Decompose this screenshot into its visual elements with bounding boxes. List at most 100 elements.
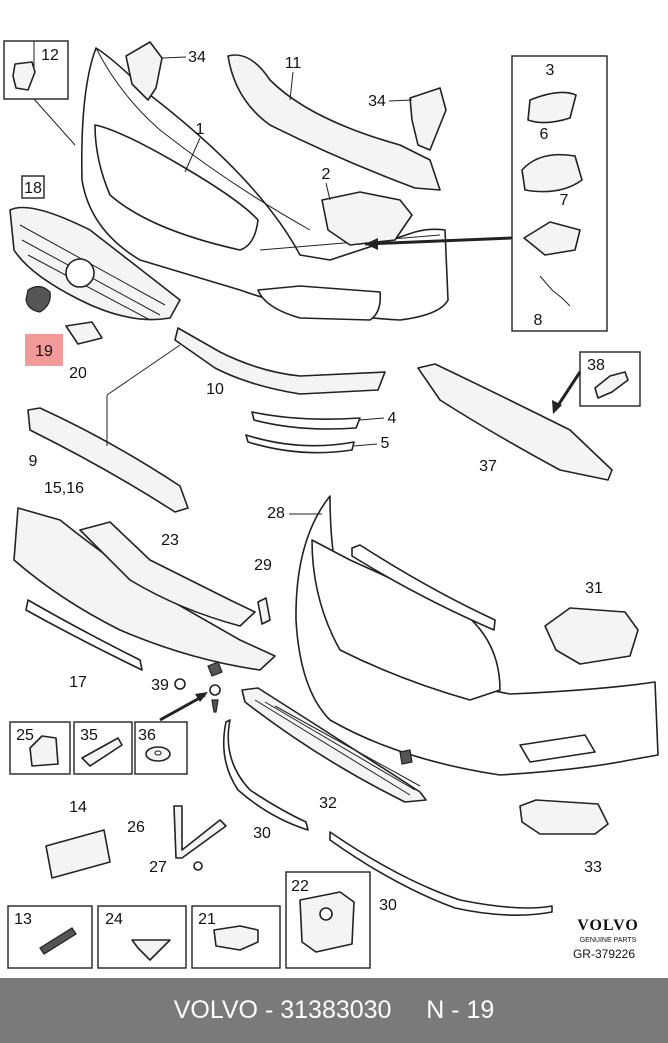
label-22: 22 (291, 878, 309, 895)
part-29-clip (257, 597, 271, 625)
part-39-clip (174, 678, 186, 690)
label-25: 25 (16, 727, 34, 744)
label-9: 9 (29, 453, 38, 470)
footer-bar: VOLVO - 31383030 N - 19 (0, 978, 668, 1043)
label-31: 31 (585, 580, 603, 597)
label-13: 13 (14, 911, 32, 928)
part-14-plate (45, 829, 111, 879)
part-37-skid (417, 363, 613, 481)
part-25-clip (29, 735, 59, 767)
fastener-bolt (211, 699, 219, 713)
label-2: 2 (322, 166, 331, 183)
label-11: 11 (285, 55, 302, 72)
arrowhead-38 (552, 400, 562, 414)
label-6: 6 (540, 126, 549, 143)
part-12-washer-cover (12, 61, 36, 91)
part-10-trim (174, 327, 386, 395)
part-6-frame (521, 153, 583, 193)
volvo-logo-text: VOLVO (577, 917, 639, 934)
label-28: 28 (267, 505, 285, 522)
leader-11 (289, 71, 294, 101)
part-28-strip (351, 544, 496, 631)
leader-9 (106, 344, 181, 446)
label-7: 7 (560, 192, 569, 209)
label-34a: 34 (188, 49, 206, 66)
part-1-bumper-cover (80, 47, 449, 321)
footer-part-number: 31383030 (280, 996, 392, 1024)
label-32: 32 (319, 795, 337, 812)
part-33-fog-frame (519, 799, 609, 835)
leader-34a (161, 56, 187, 59)
part-7-bracket (523, 221, 581, 256)
part-8-wire (539, 275, 571, 307)
label-37: 37 (479, 458, 497, 475)
footer-separator: - (264, 996, 274, 1024)
label-17: 17 (69, 674, 87, 691)
label-14: 14 (69, 799, 87, 816)
part-9-strip (27, 407, 189, 513)
part-35-screw (81, 737, 123, 767)
part-21-bolt (213, 925, 259, 951)
callout-box-13 (7, 905, 93, 969)
label-29: 29 (254, 557, 272, 574)
volvo-logo-subtext: GENUINE PARTS (580, 937, 637, 944)
label-21: 21 (198, 911, 216, 928)
label-30a: 30 (253, 825, 271, 842)
label-8: 8 (534, 312, 543, 329)
label-1: 1 (196, 121, 205, 138)
drawing-reference: GR-379226 (573, 947, 635, 961)
label-36: 36 (138, 727, 156, 744)
part-4-strip (251, 411, 361, 430)
label-23: 23 (161, 532, 179, 549)
label-10: 10 (206, 381, 224, 398)
label-12: 12 (41, 47, 59, 64)
part-19-emblem (25, 285, 51, 313)
part-30-strip-left (222, 719, 309, 831)
part-34-bracket-right (409, 87, 447, 151)
label-38: 38 (587, 357, 605, 374)
label-20: 20 (69, 365, 87, 382)
part-3-cover (527, 91, 577, 124)
label-5: 5 (381, 435, 390, 452)
fastener-nut (207, 661, 223, 677)
label-3: 3 (546, 62, 555, 79)
footer-brand: VOLVO (173, 996, 258, 1024)
part-17-strip (25, 599, 143, 671)
leader-4 (359, 417, 385, 421)
label-19: 19 (35, 343, 53, 360)
part-26-bracket (173, 805, 227, 859)
part-32-mesh (241, 687, 427, 803)
part-28-bumper (295, 495, 659, 776)
part-32-mesh-lines (254, 699, 421, 796)
label-15-16: 15,16 (44, 480, 84, 497)
part-27-screw (193, 861, 203, 871)
label-27: 27 (149, 859, 167, 876)
label-30b: 30 (379, 897, 397, 914)
part-20-insert (65, 321, 103, 345)
part-2-bracket (321, 191, 413, 246)
part-22-sensor-holder (299, 891, 355, 953)
label-24: 24 (105, 911, 123, 928)
part-11-absorber (227, 54, 441, 191)
label-35: 35 (80, 727, 98, 744)
part-5-strip (245, 434, 355, 454)
leader-1 (184, 137, 201, 173)
leader-12 (33, 98, 76, 146)
part-24-push-pin (131, 939, 171, 961)
label-33: 33 (584, 859, 602, 876)
callout-box-24 (97, 905, 187, 969)
part-32-clip (399, 749, 413, 765)
part-30-strip-lower (329, 831, 553, 916)
part-36-washer-hole (154, 750, 162, 756)
part-23-cover (79, 521, 256, 627)
arrow-3-8 (364, 236, 513, 246)
leader-34b (388, 99, 413, 102)
part-22-hole (319, 907, 333, 921)
footer-position-code: N - 19 (426, 996, 495, 1024)
part-34-bracket-left (125, 41, 163, 101)
label-18: 18 (24, 180, 42, 197)
label-26: 26 (127, 819, 145, 836)
arrow-fasteners (159, 693, 206, 722)
highlight-19 (25, 334, 63, 366)
arrowhead-3-8 (365, 238, 378, 250)
